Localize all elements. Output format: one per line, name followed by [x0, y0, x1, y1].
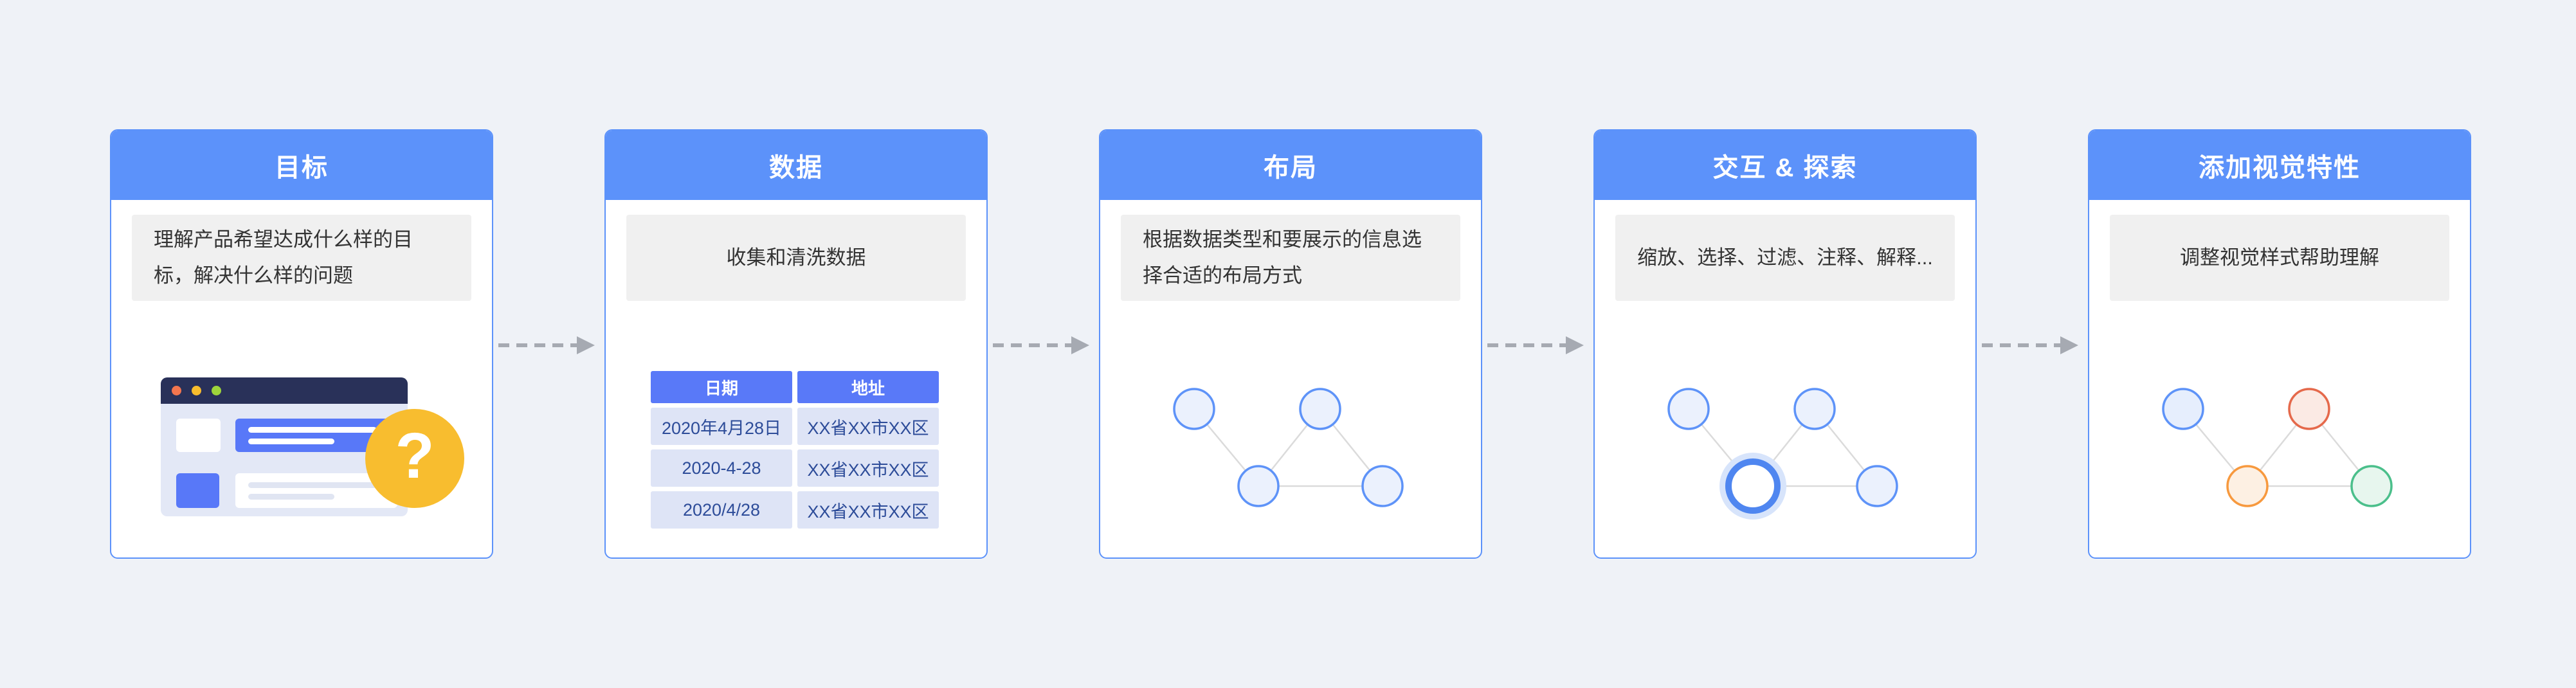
graph-node: [1793, 388, 1836, 430]
card-body: 缩放、选择、过滤、注释、解释...: [1595, 215, 1975, 557]
card-title: 目标: [111, 131, 492, 200]
card-title: 数据: [606, 131, 986, 200]
browser-titlebar: [161, 377, 408, 404]
table-header-cell: 日期: [651, 371, 792, 403]
arrow-head-icon: [1566, 336, 1584, 354]
thumbnail-placeholder: [176, 473, 219, 508]
arrow-head-icon: [1071, 336, 1089, 354]
flow-arrow-connector: [1482, 129, 1593, 559]
table-cell: 2020/4/28: [651, 491, 792, 529]
flow-arrow-connector: [988, 129, 1099, 559]
window-dot-icon: [172, 386, 181, 395]
flow-card-step-3: 布局根据数据类型和要展示的信息选择合适的布局方式: [1099, 129, 1482, 559]
graph-node: [1173, 388, 1215, 430]
table-cell: 2020-4-28: [651, 449, 792, 487]
image-placeholder: [176, 419, 221, 452]
graph-node: [2288, 388, 2330, 430]
arrow-dashed-line: [1982, 343, 2062, 347]
flow-card-step-1: 目标理解产品希望达成什么样的目标，解决什么样的问题?: [110, 129, 493, 559]
table-header-cell: 地址: [797, 371, 939, 403]
text-line-placeholder: [248, 427, 377, 433]
arrow-head-icon: [577, 336, 595, 354]
node-link-graph: [2162, 388, 2393, 507]
node-link-graph: [1667, 388, 1898, 520]
question-mark-badge: ?: [365, 409, 464, 508]
graph-node: [2162, 388, 2204, 430]
flow-arrow-connector: [493, 129, 604, 559]
table-cell: 2020年4月28日: [651, 408, 792, 445]
text-line-placeholder: [248, 494, 334, 500]
text-line-placeholder: [248, 439, 334, 444]
card-body: 调整视觉样式帮助理解: [2089, 215, 2470, 557]
arrow-dashed-line: [498, 343, 578, 347]
table-cell: XX省XX市XX区: [797, 449, 939, 487]
card-description: 调整视觉样式帮助理解: [2110, 215, 2449, 301]
card-body: 根据数据类型和要展示的信息选择合适的布局方式: [1100, 215, 1481, 557]
flow-card-step-5: 添加视觉特性调整视觉样式帮助理解: [2088, 129, 2471, 559]
card-body: 理解产品希望达成什么样的目标，解决什么样的问题?: [111, 215, 492, 557]
window-dot-icon: [212, 386, 221, 395]
card-description: 根据数据类型和要展示的信息选择合适的布局方式: [1121, 215, 1460, 301]
graph-node: [2350, 465, 2393, 507]
arrow-dashed-line: [993, 343, 1073, 347]
graph-node-selected: [1725, 458, 1781, 514]
card-title: 添加视觉特性: [2089, 131, 2470, 200]
table-cell: XX省XX市XX区: [797, 491, 939, 529]
graph-node: [1361, 465, 1404, 507]
arrow-dashed-line: [1487, 343, 1567, 347]
graph-node: [1856, 465, 1898, 507]
window-dot-icon: [192, 386, 201, 395]
table-cell: XX省XX市XX区: [797, 408, 939, 445]
card-title: 交互 & 探索: [1595, 131, 1975, 200]
card-description: 收集和清洗数据: [626, 215, 966, 301]
card-title: 布局: [1100, 131, 1481, 200]
graph-node: [2226, 465, 2269, 507]
flow-arrow-connector: [1977, 129, 2088, 559]
graph-node: [1667, 388, 1710, 430]
arrow-head-icon: [2060, 336, 2078, 354]
text-line-placeholder: [248, 482, 377, 488]
card-description: 理解产品希望达成什么样的目标，解决什么样的问题: [132, 215, 471, 301]
node-link-graph: [1173, 388, 1404, 507]
card-description: 缩放、选择、过滤、注释、解释...: [1615, 215, 1955, 301]
graph-node: [1299, 388, 1341, 430]
flow-card-step-4: 交互 & 探索缩放、选择、过滤、注释、解释...: [1593, 129, 1977, 559]
graph-node: [1237, 465, 1280, 507]
